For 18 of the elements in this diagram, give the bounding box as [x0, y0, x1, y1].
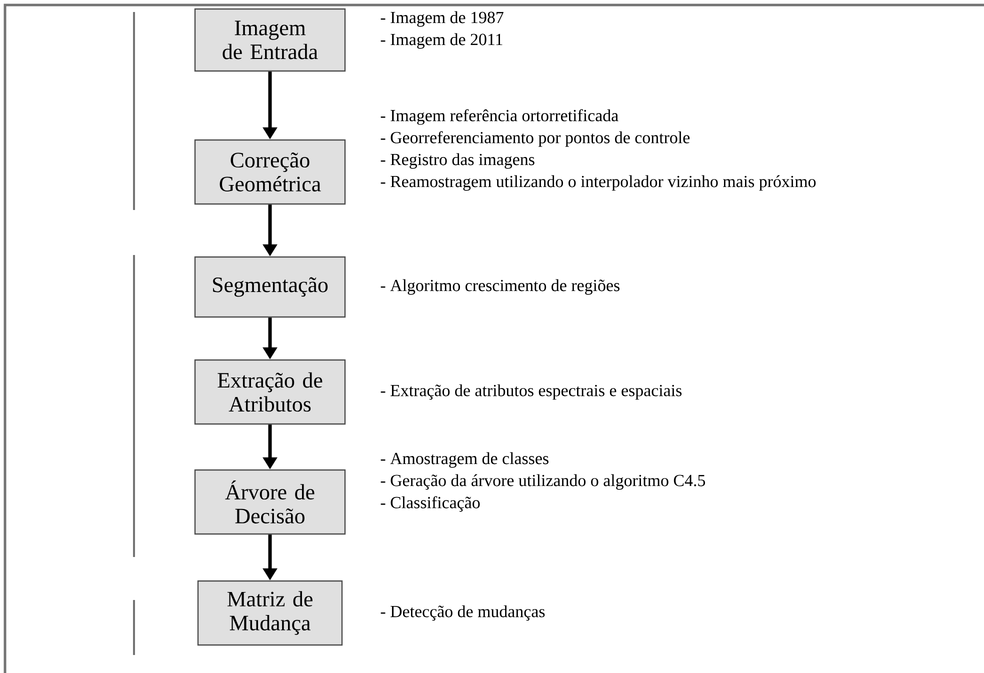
- process-box: Imagem de Entrada: [194, 8, 346, 72]
- note-text: - Registro das imagens: [380, 153, 534, 169]
- note-text: - Geração da árvore utilizando o algoritmo C4.5: [380, 474, 706, 490]
- note-text: - Amostragem de classes: [380, 452, 548, 468]
- note-text: - Georreferenciamento por pontos de controle: [380, 131, 690, 147]
- process-box: Extração de Atributos: [194, 359, 346, 425]
- process-box: Correção Geométrica: [194, 139, 346, 205]
- process-box: Segmentação: [194, 256, 346, 318]
- note-text: - Reamostragem utilizando o interpolador vizinho mais próximo: [380, 175, 816, 191]
- note-text: - Detecção de mudanças: [380, 605, 545, 621]
- note-text: - Algoritmo crescimento de regiões: [380, 279, 620, 295]
- process-box: Matriz de Mudança: [197, 580, 343, 646]
- note-text: - Imagem de 2011: [380, 33, 502, 49]
- note-text: - Extração de atributos espectrais e espaciais: [380, 384, 682, 400]
- note-text: - Classificação: [380, 496, 480, 512]
- process-box: Árvore de Decisão: [194, 469, 346, 535]
- note-text: - Imagem referência ortorretificada: [380, 109, 618, 125]
- note-text: - Imagem de 1987: [380, 11, 504, 27]
